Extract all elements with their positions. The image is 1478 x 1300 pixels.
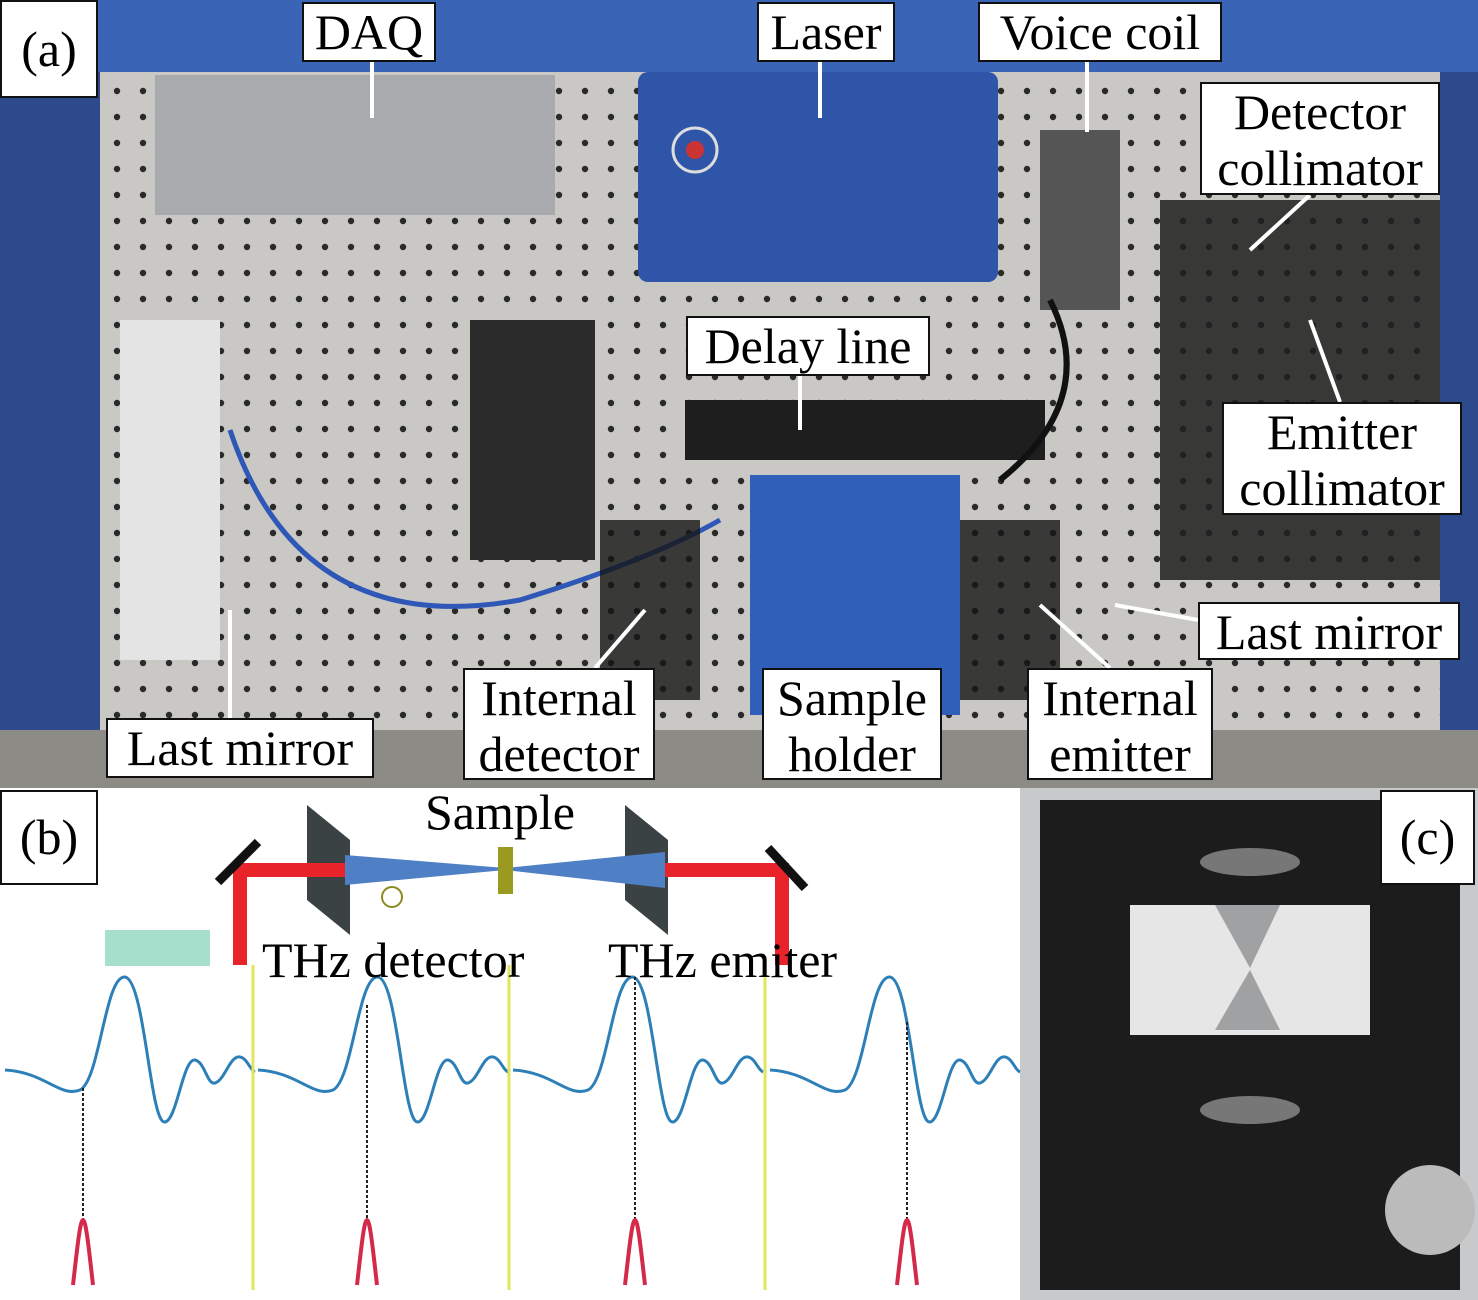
thz-emitter-label: THz emiter bbox=[608, 932, 838, 988]
thz-detector-label: THz detector bbox=[262, 932, 525, 988]
laser-box bbox=[638, 72, 998, 282]
mirror-left-icon bbox=[214, 838, 262, 886]
sample-slab bbox=[498, 847, 513, 894]
label-voice-coil: Voice coil bbox=[978, 2, 1222, 62]
label-daq: DAQ bbox=[302, 2, 436, 62]
power-strip bbox=[120, 320, 220, 660]
thz-waveform bbox=[769, 975, 1021, 1124]
daq-box bbox=[155, 75, 555, 215]
laser-pulse bbox=[71, 1217, 95, 1286]
label-line: holder bbox=[788, 726, 916, 782]
label-line: collimator bbox=[1239, 460, 1445, 516]
thz-waveform bbox=[4, 975, 256, 1124]
thz-waveform bbox=[512, 975, 764, 1124]
mirror-right-icon bbox=[764, 844, 809, 892]
label-last-mirror-right: Last mirror bbox=[1198, 602, 1460, 660]
sample-label: Sample bbox=[425, 784, 575, 840]
label-line: Emitter bbox=[1267, 404, 1417, 460]
label-line: Detector bbox=[1233, 84, 1407, 140]
label-laser: Laser bbox=[757, 2, 895, 62]
laser-pulse bbox=[623, 1217, 647, 1286]
label-line: emitter bbox=[1049, 726, 1191, 782]
label-last-mirror-left: Last mirror bbox=[106, 718, 374, 778]
panel-c-label: (c) bbox=[1380, 790, 1475, 885]
beam-detector bbox=[233, 863, 345, 965]
panel-a-label: (a) bbox=[0, 0, 98, 98]
beam-emitter bbox=[665, 863, 789, 965]
ammeter-icon bbox=[381, 886, 403, 908]
label-line: detector bbox=[478, 726, 640, 782]
legend-swatch bbox=[105, 930, 210, 966]
laser-pulse bbox=[355, 1217, 379, 1286]
delay-line-stage bbox=[685, 400, 1045, 460]
panel-b-label: (b) bbox=[0, 790, 98, 885]
laser-pulse bbox=[895, 1217, 919, 1286]
thz-waveform bbox=[257, 975, 509, 1124]
detector-board bbox=[470, 320, 595, 560]
thz-diagram bbox=[4, 805, 1021, 1290]
label-line: Sample bbox=[777, 670, 927, 726]
label-line: Internal bbox=[481, 670, 637, 726]
label-line: collimator bbox=[1217, 140, 1423, 196]
pointer-lines bbox=[228, 62, 1342, 718]
label-delay-line: Delay line bbox=[686, 316, 930, 376]
label-line: Internal bbox=[1042, 670, 1198, 726]
